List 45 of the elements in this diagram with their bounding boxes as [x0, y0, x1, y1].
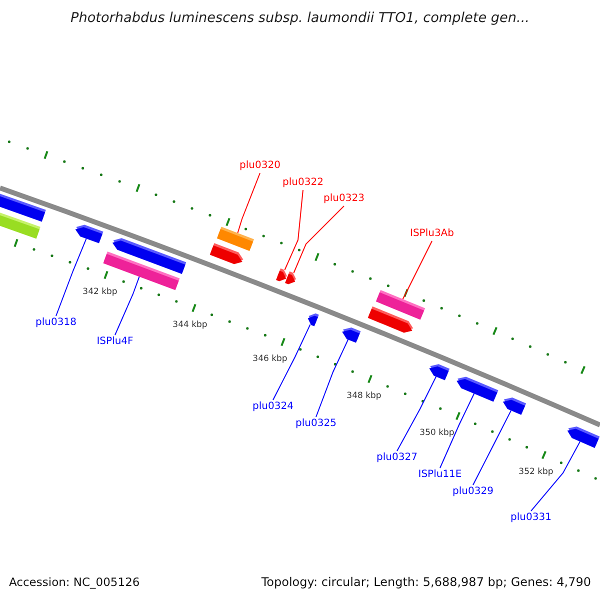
leader-line [56, 238, 87, 316]
gene-bar [0, 212, 40, 239]
position-label: 350 kbp [420, 427, 454, 439]
position-label: 342 kbp [82, 286, 118, 298]
gene-label: plu0318 [36, 317, 76, 329]
gene-label: plu0331 [510, 512, 552, 524]
position-label: 344 kbp [172, 319, 208, 331]
leader-line [293, 206, 344, 274]
position-label: 346 kbp [252, 353, 288, 365]
leader-line [396, 376, 437, 452]
gene-label: ISPlu3Ab [410, 228, 454, 240]
gene-block [429, 364, 450, 380]
gene-label: plu0327 [376, 452, 418, 464]
gene-block [567, 426, 600, 448]
accession-text: Accession: NC_005126 [9, 576, 140, 588]
gene-label: plu0320 [240, 160, 280, 172]
gene-block [276, 268, 288, 282]
gene-block [368, 306, 414, 333]
gene-label: plu0324 [252, 401, 294, 413]
position-label: 352 kbp [518, 466, 554, 478]
gene-label: ISPlu4F [96, 336, 134, 348]
genome-stats-text: Topology: circular; Length: 5,688,987 bp; Genes: 4,790 [261, 576, 591, 588]
leader-line [237, 172, 260, 234]
leader-line [272, 324, 311, 400]
gene-block [308, 313, 319, 326]
gene-label: ISPlu11E [418, 469, 462, 481]
gene-block [502, 398, 526, 415]
gene-label: plu0329 [452, 486, 494, 498]
gene-block [285, 271, 296, 284]
gene-block [210, 243, 244, 264]
gene-block [342, 328, 361, 343]
leader-line [472, 410, 512, 486]
map-title: Photorhabdus luminescens subsp. laumondii TTO1, complete gen... [70, 12, 530, 24]
gene-block [75, 224, 104, 244]
leader-line [114, 276, 140, 336]
position-label: 348 kbp [346, 390, 382, 402]
gene-block [456, 376, 498, 402]
leader-line [284, 190, 304, 270]
leader-line [530, 441, 580, 512]
gene-label: plu0323 [324, 193, 364, 205]
leader-line [316, 339, 349, 418]
gene-label: plu0322 [282, 177, 324, 189]
gene-label: plu0325 [296, 418, 336, 430]
leader-line [440, 393, 475, 468]
leader-line [402, 240, 432, 300]
